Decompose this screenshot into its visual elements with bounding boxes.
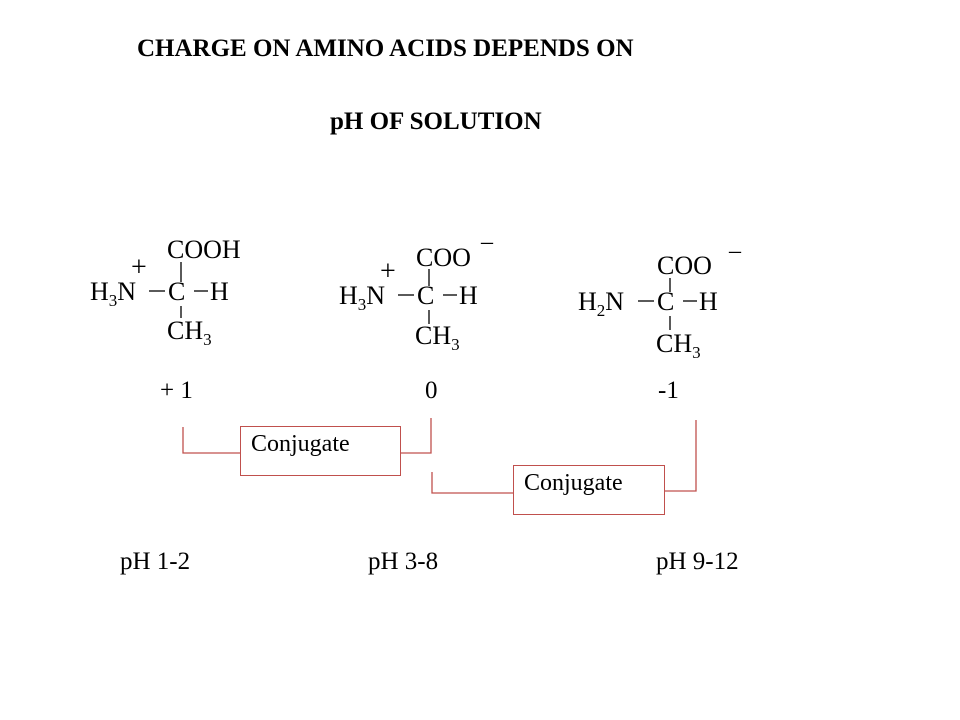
ph-range-neutral: pH 3-8 [368,548,439,575]
ph-range-basic: pH 9-12 [656,548,739,575]
s1-net-charge: + 1 [160,377,193,404]
s2-carboxylate-charge: – [481,229,493,255]
s1-center-carbon: C [168,277,186,306]
s3-net-charge: -1 [658,377,679,404]
conjugate-box-2: Conjugate [513,465,665,515]
connector-left-arm-2 [431,472,513,494]
s1-methyl: CH3 [167,316,212,349]
s2-top-group: COO [416,243,471,272]
connector-right-arm-2 [665,420,697,492]
conjugate-box-1: Conjugate [240,426,401,476]
s2-amine: H3N [339,281,386,314]
s2-net-charge: 0 [425,377,438,404]
s1-side-hydrogen: H [210,277,229,306]
s2-amine-charge: + [380,256,396,287]
ph-range-acidic: pH 1-2 [120,548,191,575]
s1-top-group: COOH [167,235,241,264]
s1-amine-charge: + [131,252,147,283]
s3-carboxylate-charge: – [729,238,741,264]
s1-amine: H3N [90,277,137,310]
connector-left-arm-1 [182,427,240,454]
s3-top-group: COO [657,251,712,280]
connector-right-arm-1 [401,418,432,454]
title-line-1: CHARGE ON AMINO ACIDS DEPENDS ON [137,35,634,62]
title-line-2: pH OF SOLUTION [330,108,542,135]
s3-center-carbon: C [657,287,675,316]
s3-methyl: CH3 [656,329,701,362]
s3-side-hydrogen: H [699,287,718,316]
s2-side-hydrogen: H [459,281,478,310]
s2-methyl: CH3 [415,321,460,354]
s3-amine: H2N [578,287,625,320]
s2-center-carbon: C [417,281,435,310]
